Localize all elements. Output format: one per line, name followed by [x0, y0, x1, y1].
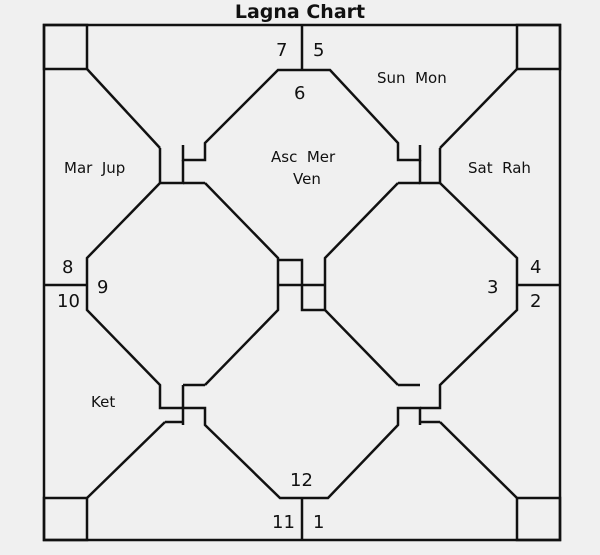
right-diamond-upper: [418, 148, 442, 185]
right-diamond-left-lower: [323, 285, 399, 386]
house-number-bottom-center: 12: [290, 470, 313, 491]
left-diamond-right-upper: [204, 182, 280, 285]
diagonal-bottom-left: [86, 421, 166, 499]
house-number-top-center: 6: [294, 83, 305, 104]
diagonal-bottom-right: [439, 421, 518, 499]
chart-lines: [42, 23, 562, 542]
planets-upper-right-house: Sat Rah: [468, 159, 531, 177]
left-diamond-upper: [158, 148, 185, 185]
right-diamond-left-upper: [323, 182, 399, 285]
corner-box-top-left: [42, 23, 89, 71]
corner-box-bottom-right: [515, 496, 562, 542]
corner-box-bottom-left: [42, 496, 89, 542]
right-diamond-to-vertex: [420, 182, 519, 410]
house-number-bottom-right: 1: [313, 512, 324, 533]
chart-title: Lagna Chart: [234, 1, 366, 23]
diamond-upper-right: [302, 68, 422, 162]
planets-top-right-house: Sun Mon: [377, 69, 447, 87]
house-number-right-center: 3: [487, 277, 498, 298]
planets-center-house-line1: Asc Mer: [271, 148, 336, 166]
house-number-bottom-left: 11: [272, 512, 295, 533]
diamond-lower-left: [181, 406, 302, 500]
diagonal-top-right: [439, 68, 518, 149]
center-notch-box: [278, 258, 325, 312]
planets-lower-left-house: Ket: [91, 393, 115, 411]
diagonal-top-left: [86, 68, 161, 149]
planets-upper-left-house: Mar Jup: [64, 159, 125, 177]
house-number-top-right: 5: [313, 40, 324, 61]
corner-box-top-right: [515, 23, 562, 71]
diamond-lower-right: [302, 406, 422, 500]
house-number-left-upper: 8: [62, 257, 73, 278]
diamond-upper-left: [181, 68, 302, 162]
house-number-left-center: 9: [97, 277, 108, 298]
house-number-left-lower: 10: [57, 291, 80, 312]
planets-center-house-line2: Ven: [293, 170, 321, 188]
house-number-top-left: 7: [276, 40, 287, 61]
left-diamond-right-lower: [204, 285, 280, 386]
house-number-right-upper: 4: [530, 257, 541, 278]
left-diamond-to-vertex: [85, 182, 183, 410]
house-number-right-lower: 2: [530, 291, 541, 312]
